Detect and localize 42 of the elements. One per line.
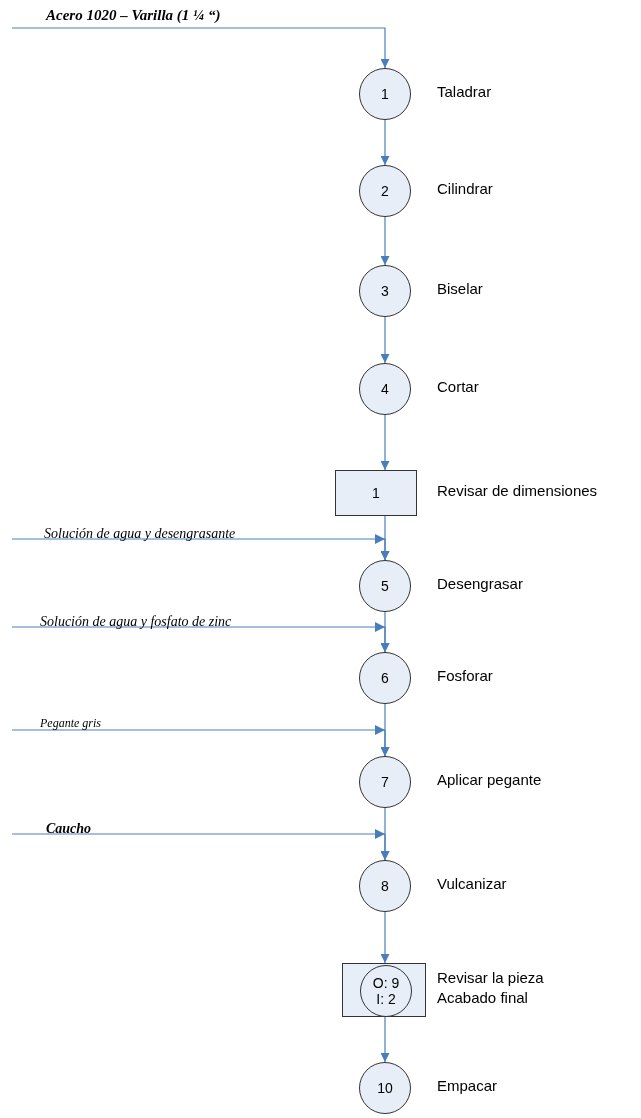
step-label: Revisar la pieza (437, 968, 544, 988)
arrow (11, 27, 390, 69)
edge-label: Pegante gris (40, 715, 101, 732)
arrow (11, 622, 390, 653)
step-label: Cortar (437, 377, 479, 397)
arrow (11, 829, 390, 861)
step-label: Cilindrar (437, 179, 493, 199)
arrow (380, 119, 390, 166)
arrow (380, 316, 390, 364)
arrow (380, 1016, 390, 1063)
step-number: 1 (381, 86, 389, 102)
step-number: I: 2 (376, 991, 396, 1007)
edge-label: Caucho (46, 820, 92, 838)
step-label: Acabado final (437, 988, 529, 1008)
step-number: 2 (381, 183, 389, 199)
step-label: Biselar (437, 279, 483, 299)
inspection-box (335, 470, 417, 516)
step-number: 4 (381, 381, 389, 397)
step-number: 8 (381, 878, 389, 894)
step-label: Desengrasar (437, 574, 523, 594)
step-number: 3 (381, 283, 389, 299)
step-number: 10 (377, 1080, 393, 1096)
combined-activity-box (342, 963, 426, 1017)
step-label: Taladrar (437, 82, 492, 102)
edge-label: Solución de agua y desengrasante (44, 525, 236, 543)
arrow (380, 414, 390, 471)
step-number: 1 (372, 485, 380, 501)
edge-label: Solución de agua y fosfato de zinc (40, 613, 232, 631)
step-number: 7 (381, 774, 389, 790)
step-label: Revisar de dimensiones (437, 481, 598, 501)
edge-label: Acero 1020 – Varilla (1 ¼ “) (46, 6, 221, 25)
step-label: Aplicar pegante (437, 770, 542, 790)
step-label: Fosforar (437, 666, 493, 686)
step-number: O: 9 (372, 975, 400, 991)
step-number: 5 (381, 578, 389, 594)
arrow (380, 216, 390, 266)
step-label: Vulcanizar (437, 874, 507, 894)
step-label: Empacar (437, 1076, 498, 1096)
arrow (11, 534, 390, 561)
arrow (380, 911, 390, 964)
step-number: 6 (381, 670, 389, 686)
arrow (11, 725, 390, 757)
